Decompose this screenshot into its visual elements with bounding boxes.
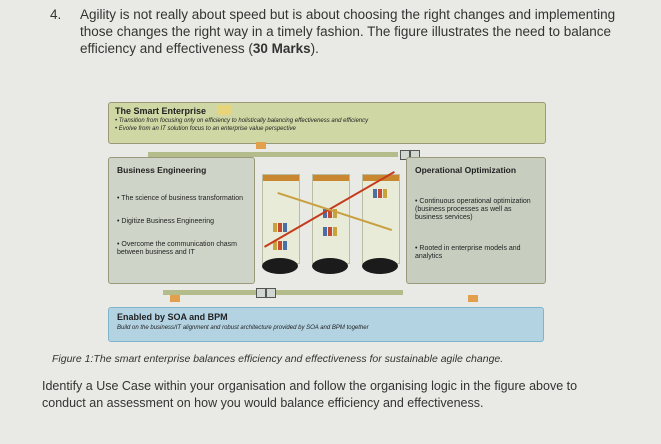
connector-block (468, 295, 478, 302)
oo-bullet: • Continuous operational optimization (b… (415, 198, 531, 221)
top-arrow (148, 152, 398, 157)
column-graphic (312, 174, 350, 264)
soa-bpm-subtitle: Build on the business/IT alignment and r… (117, 325, 369, 331)
task-instruction: Identify a Use Case within your organisa… (42, 379, 578, 410)
smart-bullet: • Evolve from an IT solution focus to an… (115, 126, 296, 132)
soa-bpm-title: Enabled by SOA and BPM (117, 312, 228, 322)
base-disc (262, 258, 298, 274)
question-number: 4. (50, 7, 62, 22)
oo-bullet: • Rooted in enterprise models and analyt… (415, 245, 521, 260)
soa-bpm-box: Enabled by SOA and BPM Build on the busi… (108, 307, 544, 342)
square-icon (400, 150, 410, 160)
base-disc (362, 258, 398, 274)
business-engineering-title: Business Engineering (117, 165, 207, 175)
square-icon (266, 288, 276, 298)
connector-block (256, 142, 266, 149)
column-graphic (262, 174, 300, 264)
marks-label: 30 Marks (252, 41, 311, 56)
smart-enterprise-title: The Smart Enterprise (115, 106, 207, 116)
operational-optimization-box: Operational Optimization • Continuous op… (406, 157, 546, 284)
be-bullet: • Digitize Business Engineering (117, 218, 215, 225)
figure-caption: Figure 1:The smart enterprise balances e… (52, 353, 504, 365)
be-bullet: • Overcome the communication chasm betwe… (117, 241, 237, 256)
question-text: Agility is not really about speed but is… (80, 7, 616, 56)
center-illustration (256, 168, 404, 280)
connector-block (170, 295, 180, 302)
bottom-arrow (163, 290, 403, 295)
base-disc (312, 258, 348, 274)
column-graphic (362, 174, 400, 264)
badge-icon (217, 105, 231, 115)
business-engineering-box: Business Engineering • The science of bu… (108, 157, 255, 284)
smart-enterprise-box: The Smart Enterprise • Transition from f… (108, 102, 546, 144)
operational-optimization-title: Operational Optimization (415, 165, 517, 175)
be-bullet: • The science of business transformation (117, 195, 244, 202)
smart-bullet: • Transition from focusing only on effic… (115, 118, 369, 124)
square-icon (256, 288, 266, 298)
smart-enterprise-figure: The Smart Enterprise • Transition from f… (108, 102, 546, 342)
